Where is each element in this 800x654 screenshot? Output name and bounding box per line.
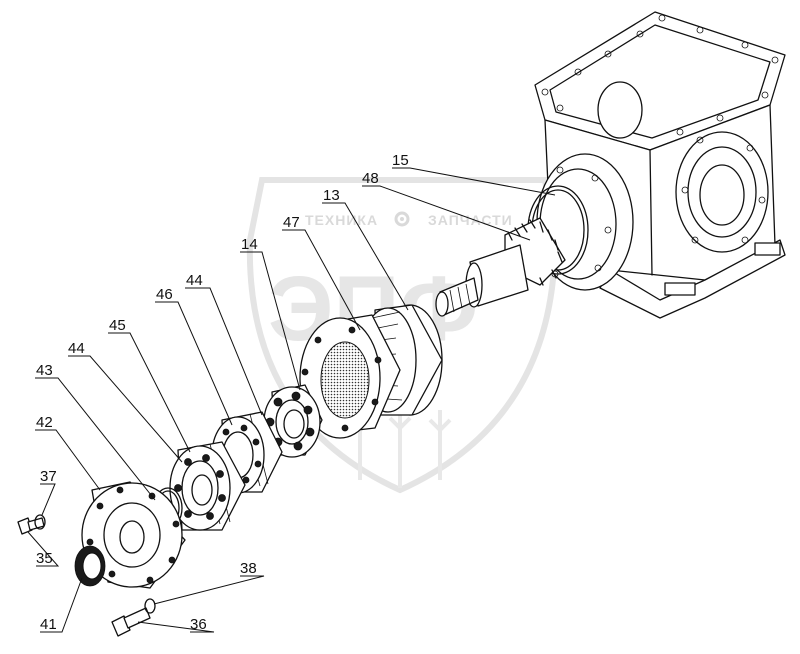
callout-15: 15 (392, 152, 409, 169)
callout-42: 42 (36, 414, 53, 431)
flange-housing (299, 314, 401, 439)
callout-41: 41 (40, 616, 57, 633)
bolt-36 (111, 607, 151, 637)
callout-48: 48 (362, 170, 379, 187)
washer-37 (34, 514, 46, 530)
gearbox-housing (534, 11, 786, 319)
leader-lines (27, 167, 556, 633)
callout-43: 43 (36, 362, 53, 379)
callout-37: 37 (40, 468, 57, 485)
callout-38: 38 (240, 560, 257, 577)
watermark-left-text: ТЕХНИКА (305, 212, 378, 228)
callout-47: 47 (283, 214, 300, 231)
bolt-35 (17, 517, 45, 535)
callout-13: 13 (323, 187, 340, 204)
watermark-right-text: ЗАПЧАСТИ (428, 212, 513, 228)
gear-icon (394, 211, 410, 227)
callout-14: 14 (241, 236, 258, 253)
callout-labels: 15 48 13 47 14 44 46 45 44 43 42 37 35 4… (36, 152, 409, 633)
callout-36: 36 (190, 616, 207, 633)
callout-44-upper: 44 (186, 272, 203, 289)
callout-35: 35 (36, 550, 53, 567)
bevel-gear-shaft (435, 217, 566, 317)
callout-45: 45 (109, 317, 126, 334)
roller-bearing-14 (263, 384, 323, 458)
callout-46: 46 (156, 286, 173, 303)
oil-seal (74, 545, 106, 587)
roller-bearing-45 (169, 441, 246, 531)
callout-44-lower: 44 (68, 340, 85, 357)
washer-38 (144, 598, 156, 614)
end-cover (81, 481, 186, 589)
